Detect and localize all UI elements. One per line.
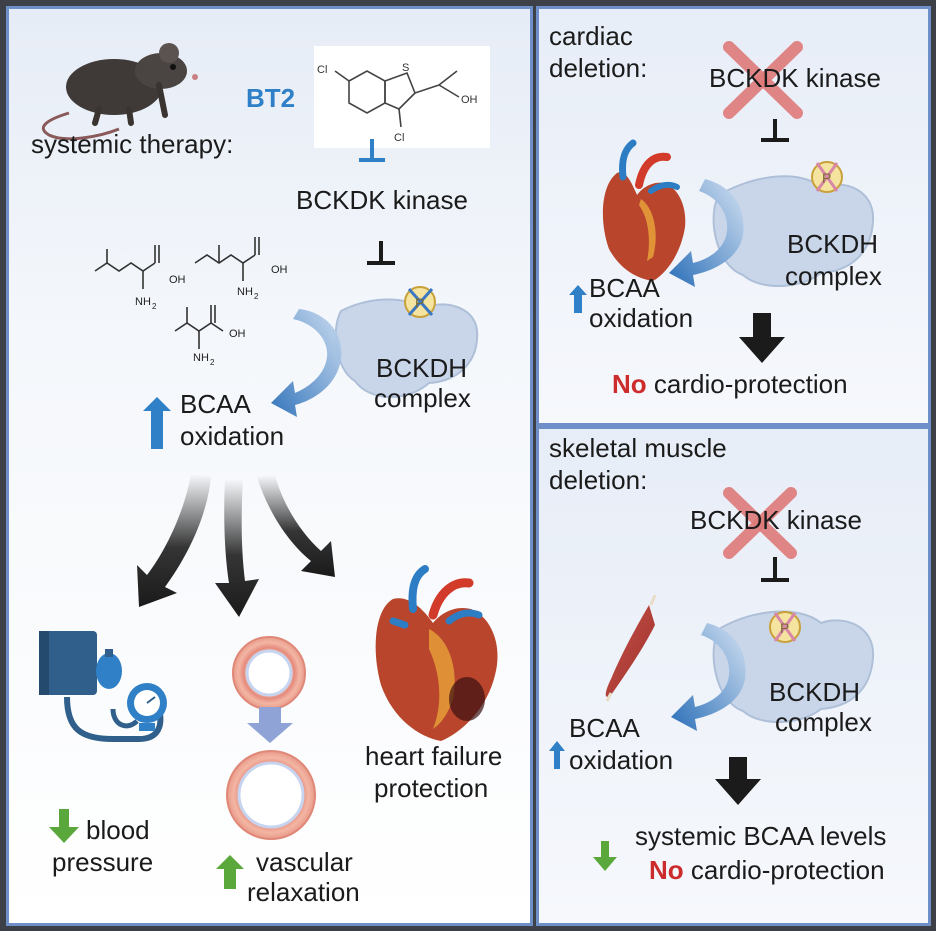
relaxation-label: relaxation — [247, 877, 360, 907]
bt2-cl-bottom: Cl — [394, 132, 404, 144]
phosphate-label: P — [415, 295, 424, 311]
complex-label: complex — [374, 383, 471, 413]
protection-label: protection — [374, 773, 489, 803]
increase-arrow-icon — [569, 285, 587, 313]
skeletal-muscle-deletion-panel: P skeletal muscle deletion: BCKDK kinase… — [536, 426, 931, 926]
phosphate-label: P — [822, 170, 831, 186]
bcaa-label: BCAA — [589, 273, 660, 303]
systemic-therapy-panel: Cl S Cl OH OH NH 2 — [6, 6, 533, 926]
aa2-nh2: NH — [237, 286, 253, 298]
skeletal-muscle-icon — [605, 594, 657, 702]
deletion-cross-icon — [723, 487, 797, 559]
aa3-nh2-sub: 2 — [210, 358, 215, 367]
inhibition-symbol-bt2 — [359, 139, 385, 162]
blood-label: blood — [86, 815, 150, 845]
complex-label: complex — [785, 261, 882, 291]
systemic-therapy-label: systemic therapy: — [31, 129, 234, 159]
phosphate-label: P — [780, 620, 789, 636]
aa1-nh2-sub: 2 — [152, 302, 157, 311]
bt2-drug-label: BT2 — [246, 83, 296, 113]
inhibition-symbol-kinase — [367, 241, 395, 265]
vessel-down-arrow — [247, 707, 293, 743]
cardiac-title-line2: deletion: — [549, 53, 648, 83]
bcaa-label: BCAA — [569, 713, 640, 743]
aa3-nh2: NH — [193, 352, 209, 364]
oxidation-label: oxidation — [589, 303, 694, 333]
systemic-therapy-graphics: Cl S Cl OH OH NH 2 — [39, 43, 498, 889]
phosphate-crossed-icon — [811, 161, 843, 193]
rat-icon — [41, 43, 198, 141]
outcome-line: No cardio-protection — [612, 369, 848, 400]
outcome-text: cardio-protection — [690, 855, 885, 885]
oxidation-label: oxidation — [569, 745, 674, 775]
down-arrow-icon — [739, 313, 785, 363]
pressure-label: pressure — [52, 847, 154, 877]
aa1-nh2: NH — [135, 296, 151, 308]
cardiac-deletion-graphics: P — [569, 41, 875, 363]
vessel-constricted-icon — [232, 636, 306, 710]
down-arrow-icon — [715, 757, 761, 805]
outcome-line: No cardio-protection — [649, 855, 885, 886]
bckdh-complex-shape — [712, 610, 875, 723]
bckdh-label: BCKDH — [769, 677, 861, 707]
aa2-nh2-sub: 2 — [254, 292, 259, 301]
bt2-cl-top: Cl — [317, 64, 327, 76]
decrease-arrow-icon — [49, 809, 79, 843]
bt2-oh: OH — [461, 94, 478, 106]
no-word: No — [649, 855, 684, 885]
bckdk-kinase-label: BCKDK kinase — [709, 63, 881, 93]
inhibition-symbol — [761, 557, 789, 582]
skeletal-title-line1: skeletal muscle — [549, 433, 727, 463]
bcaa-label: BCAA — [180, 389, 251, 419]
oxidation-label: oxidation — [180, 421, 285, 451]
heart-icon — [375, 565, 498, 741]
heart-failure-label: heart failure — [365, 741, 503, 771]
bt2-structure — [314, 46, 490, 148]
bckdh-complex-shape — [712, 175, 875, 287]
no-word: No — [612, 369, 647, 399]
inhibition-symbol — [761, 119, 789, 142]
blood-pressure-monitor-icon — [39, 631, 167, 742]
skeletal-deletion-graphics: P — [549, 487, 875, 871]
increase-arrow-icon — [549, 741, 565, 769]
oxidation-flow-arrow — [669, 179, 744, 287]
bckdh-label: BCKDH — [787, 229, 879, 259]
phosphate-crossed-icon — [769, 611, 801, 643]
vascular-label: vascular — [256, 847, 353, 877]
heart-icon — [602, 139, 686, 281]
bt2-s: S — [402, 62, 409, 74]
aa3-oh: OH — [229, 328, 246, 340]
increase-arrow-icon — [143, 397, 171, 449]
decrease-arrow-icon — [593, 841, 617, 871]
complex-label: complex — [775, 707, 872, 737]
oxidation-flow-arrow — [671, 623, 746, 731]
aa2-oh: OH — [271, 264, 288, 276]
deletion-cross-icon — [723, 41, 803, 119]
bcaa-structures — [94, 237, 260, 349]
systemic-bcaa-levels-label: systemic BCAA levels — [635, 821, 887, 851]
phosphate-crossed-icon — [404, 286, 436, 318]
cardiac-deletion-panel: P cardiac deletion: BCKDK kinase BCKDH c… — [536, 6, 931, 426]
oxidation-flow-arrow — [271, 309, 342, 417]
downstream-arrows — [137, 474, 335, 617]
bckdk-kinase-label: BCKDK kinase — [690, 505, 862, 535]
bckdk-kinase-label: BCKDK kinase — [296, 185, 468, 215]
skeletal-title-line2: deletion: — [549, 465, 648, 495]
increase-arrow-icon-vascular — [216, 855, 244, 889]
cardiac-title-line1: cardiac — [549, 21, 633, 51]
aa1-oh: OH — [169, 274, 186, 286]
vessel-dilated-icon — [226, 750, 316, 840]
outcome-text: cardio-protection — [653, 369, 848, 399]
bckdh-label: BCKDH — [376, 353, 468, 383]
